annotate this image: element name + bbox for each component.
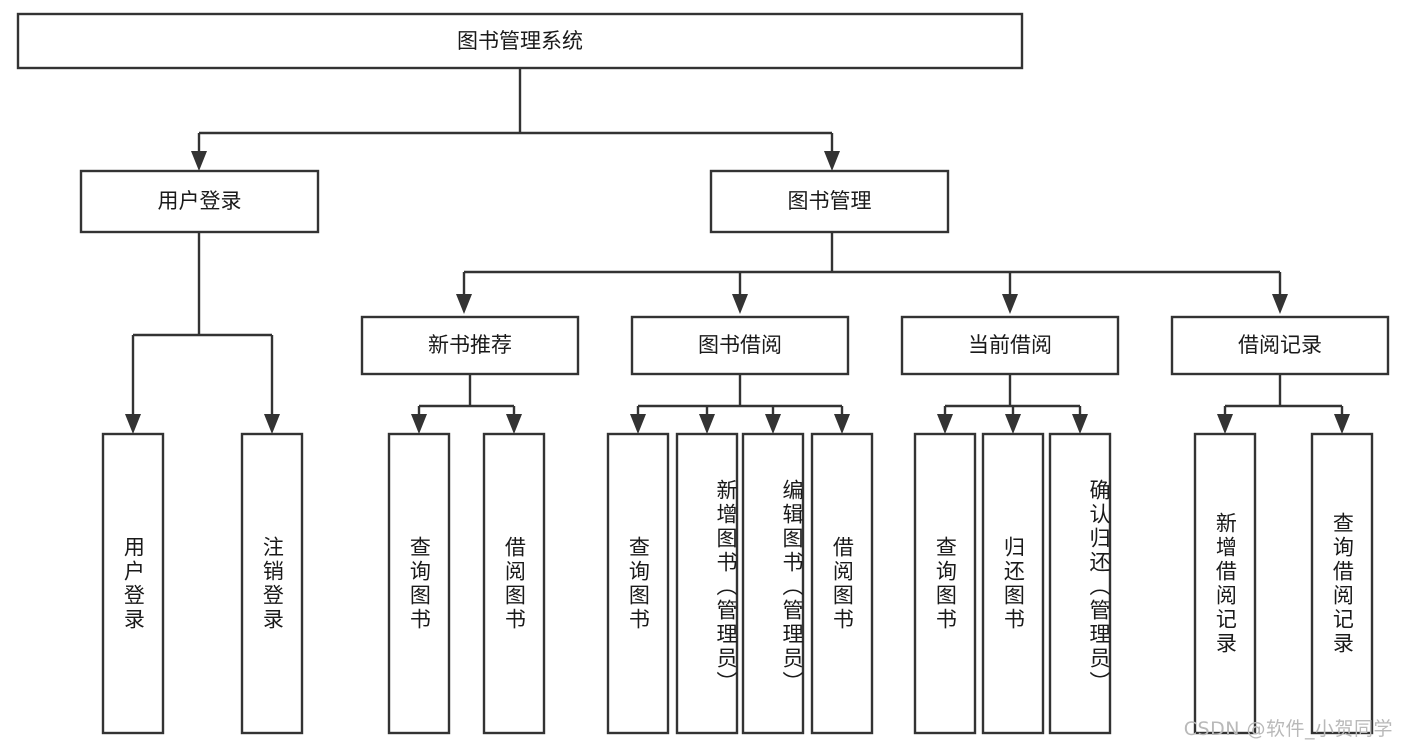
node-root-label: 图书管理系统 [457, 29, 583, 53]
node-book-borrow[interactable]: 图书借阅 [630, 315, 850, 376]
arrow-head-icon [1072, 414, 1088, 434]
arrow-head-icon [506, 414, 522, 434]
arrow-head-icon [630, 414, 646, 434]
connector-borrowrecord-to-leaves [1217, 374, 1350, 434]
node-root[interactable]: 图书管理系统 [16, 12, 1024, 70]
node-leaf-user-login[interactable] [101, 432, 165, 735]
node-leaf-add-book[interactable] [675, 432, 739, 735]
node-user-login[interactable]: 用户登录 [79, 169, 320, 234]
node-book-management-label: 图书管理 [788, 189, 872, 213]
node-leaf-borrow-book-1[interactable] [482, 432, 546, 735]
connector-currentborrow-to-leaves [937, 374, 1088, 434]
watermark-text: CSDN @软件_小贺同学 [1183, 718, 1393, 740]
arrow-head-icon [699, 414, 715, 434]
node-leaf-query-book-2[interactable] [606, 432, 670, 735]
arrow-head-icon [264, 414, 280, 434]
node-leaf-query-book-3[interactable] [913, 432, 977, 735]
leaf-boxes [101, 432, 1374, 735]
arrow-head-icon [411, 414, 427, 434]
node-leaf-query-record[interactable] [1310, 432, 1374, 735]
arrow-head-icon [732, 294, 748, 314]
node-leaf-logout[interactable] [240, 432, 304, 735]
node-leaf-return-book[interactable] [981, 432, 1045, 735]
node-new-book-recommend-label: 新书推荐 [428, 333, 512, 357]
connector-bookborrow-to-leaves [630, 374, 850, 434]
node-borrow-record[interactable]: 借阅记录 [1170, 315, 1390, 376]
connector-newbook-to-leaves [411, 374, 522, 434]
node-leaf-query-book-1[interactable] [387, 432, 451, 735]
node-user-login-label: 用户登录 [158, 189, 242, 213]
arrow-head-icon [456, 294, 472, 314]
arrow-head-icon [937, 414, 953, 434]
arrow-head-icon [1217, 414, 1233, 434]
node-leaf-borrow-book-2[interactable] [810, 432, 874, 735]
node-leaf-confirm-return[interactable] [1048, 432, 1112, 735]
arrow-head-icon [125, 414, 141, 434]
node-leaf-add-record[interactable] [1193, 432, 1257, 735]
node-new-book-recommend[interactable]: 新书推荐 [360, 315, 580, 376]
node-borrow-record-label: 借阅记录 [1238, 333, 1322, 357]
arrow-head-icon [765, 414, 781, 434]
node-leaf-edit-book[interactable] [741, 432, 805, 735]
arrow-head-icon [1002, 294, 1018, 314]
arrow-head-icon [824, 151, 840, 171]
arrow-head-icon [1005, 414, 1021, 434]
connector-userlogin-to-leaves [125, 232, 280, 434]
node-book-management[interactable]: 图书管理 [709, 169, 950, 234]
arrow-head-icon [191, 151, 207, 171]
connector-root-to-level2 [191, 68, 840, 171]
arrow-head-icon [1334, 414, 1350, 434]
arrow-head-icon [1272, 294, 1288, 314]
node-current-borrow-label: 当前借阅 [968, 333, 1052, 357]
node-current-borrow[interactable]: 当前借阅 [900, 315, 1120, 376]
node-book-borrow-label: 图书借阅 [698, 333, 782, 357]
arrow-head-icon [834, 414, 850, 434]
connector-bookmgmt-to-level3 [456, 232, 1288, 314]
